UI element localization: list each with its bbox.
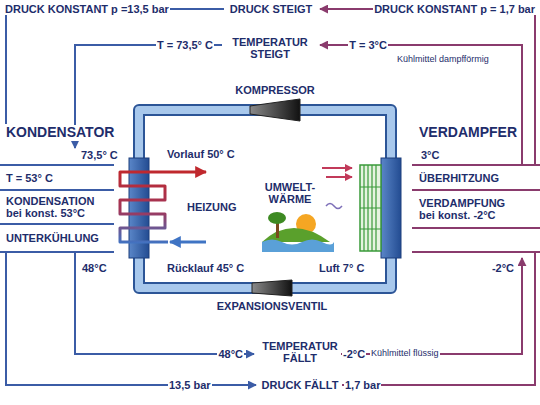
phase-label: KONDENSATION bei konst. 53°C — [5, 195, 107, 219]
component-label: KOMPRESSOR — [234, 84, 315, 96]
phase-label: T = 53° C — [5, 172, 54, 184]
component-label: EXPANSIONSVENTIL — [216, 300, 328, 312]
pressure-line — [6, 252, 256, 385]
state-note: Kühlmittel flüssig — [370, 349, 440, 359]
panel-rule — [412, 165, 540, 252]
component-label: HEIZUNG — [186, 201, 238, 213]
evaporator-fins — [360, 165, 381, 251]
tree-crown — [268, 212, 286, 224]
temperature-label: 73,5° C — [80, 149, 119, 161]
heading: KONDENSATOR — [5, 125, 115, 140]
temperature-label: 48°C — [81, 262, 108, 274]
compressor-symbol — [250, 99, 300, 121]
pipe-outline — [139, 110, 391, 288]
heat-arrow — [322, 167, 352, 169]
panel-rule — [0, 165, 114, 252]
supply-arrow — [168, 171, 206, 174]
water — [262, 240, 334, 253]
phase-label: VERDAMPFUNG bei konst. -2°C — [418, 197, 515, 221]
heading: VERDAMPFER — [418, 125, 518, 140]
pressure-label: DRUCK KONSTANT p = 1,7 bar — [373, 3, 536, 15]
flow-label: Rücklauf 45° C — [166, 262, 245, 274]
pressure-line — [320, 9, 535, 165]
temperature-label: TEMPERATUR STEIGT — [227, 36, 313, 60]
pipe — [139, 110, 391, 288]
temperature-label: T = 3°C — [348, 39, 388, 51]
temperature-label: 3°C — [420, 149, 440, 161]
phase-label: UNTERKÜHLUNG — [5, 232, 100, 244]
tree-trunk — [276, 222, 279, 238]
phase-label: ÜBERHITZUNG — [418, 172, 500, 184]
temperature-label: TEMPERATUR FÄLLT — [259, 340, 341, 364]
pressure-label: DRUCK STEIGT — [229, 3, 314, 15]
temperature-line — [340, 258, 522, 354]
pressure-label: DRUCK KONSTANT p =13,5 bar — [4, 3, 170, 15]
flow-label: Vorlauf 50° C — [166, 148, 236, 160]
heating-coil — [120, 172, 168, 242]
pressure-label: 1,7 bar — [344, 379, 381, 391]
fin-lines — [360, 165, 381, 251]
air-wave — [326, 204, 342, 209]
pressure-label: DRUCK FÄLLT — [261, 379, 340, 391]
valve-symbol — [252, 280, 292, 296]
source-label: UMWELT- WÄRME — [260, 181, 320, 205]
pressure-label: 13,5 bar — [168, 379, 212, 391]
flow-label: Luft 7° C — [318, 262, 365, 274]
temperature-label: 48°C — [217, 348, 244, 360]
state-note: Kühlmittel dampfförmig — [396, 55, 490, 65]
evaporator-block — [381, 158, 401, 258]
temperature-label: -2°C — [342, 348, 366, 360]
return-arrow — [170, 241, 206, 244]
heat-arrow — [326, 176, 352, 178]
temperature-label: T = 73,5° C — [156, 39, 214, 51]
temperature-label: -2°C — [491, 262, 515, 274]
pressure-line — [342, 252, 535, 385]
